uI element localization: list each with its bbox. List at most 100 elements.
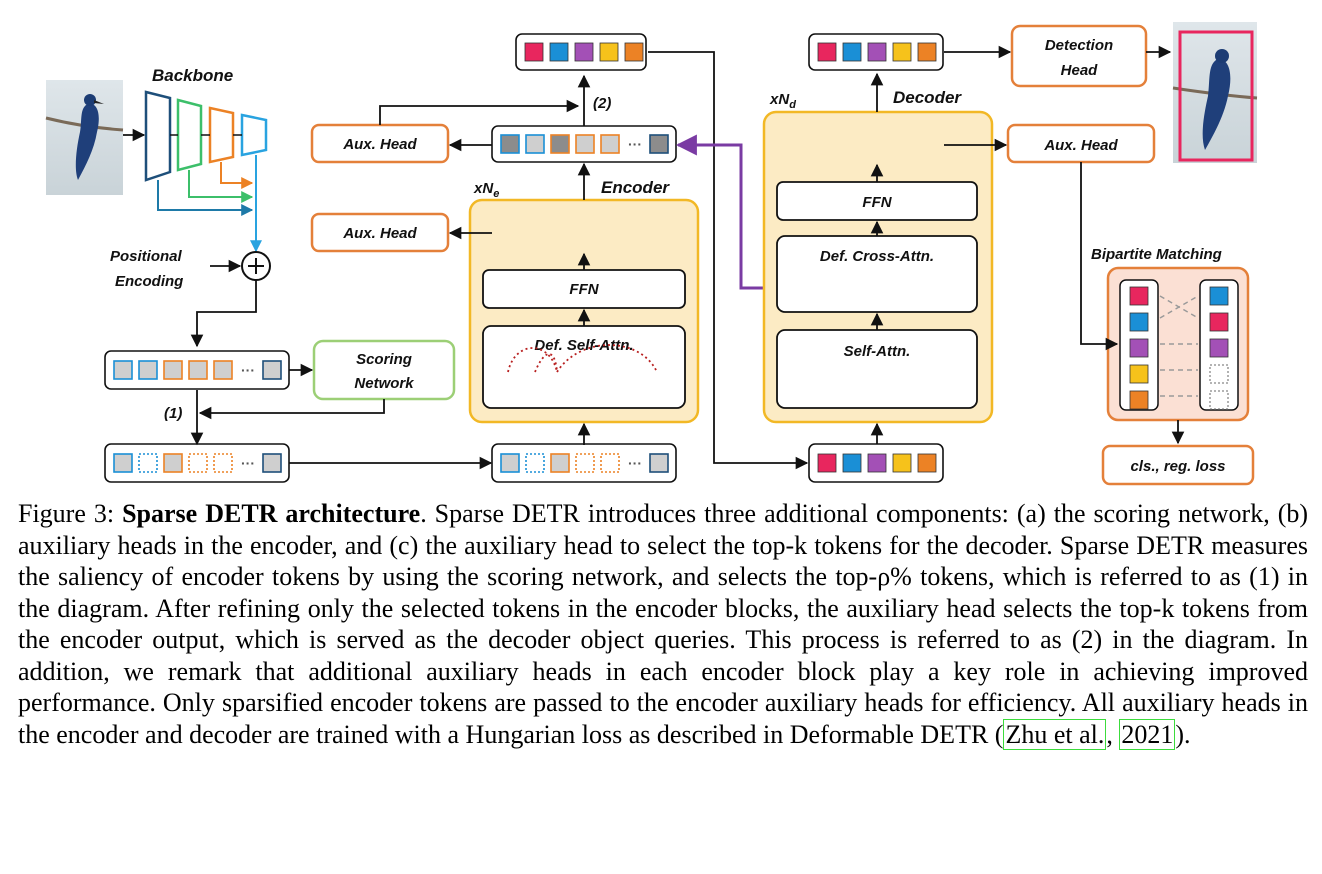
loss-box (1101, 444, 1255, 486)
caption-end: ). (1175, 719, 1191, 749)
token (892, 42, 912, 62)
positional-encoding-label-2: Encoding (115, 273, 183, 290)
encoder-label: Encoder (601, 178, 670, 197)
detection-bbox (1178, 30, 1254, 162)
token (550, 453, 570, 473)
token (188, 360, 208, 380)
backbone-token-row: ··· (104, 350, 290, 390)
ellipsis: ··· (628, 136, 642, 152)
decoder-label: Decoder (893, 88, 962, 107)
input-image (45, 80, 124, 195)
token (599, 42, 619, 62)
token (842, 42, 862, 62)
detection-query-row (808, 33, 944, 71)
token (575, 453, 595, 473)
token (867, 42, 887, 62)
token (262, 360, 282, 380)
ground-truth-token (1209, 312, 1229, 332)
scoring-network-label-2: Network (354, 375, 414, 392)
token (649, 453, 669, 473)
ellipsis: ··· (241, 362, 255, 378)
token (574, 42, 594, 62)
token (817, 42, 837, 62)
sparse-token-row: ··· (104, 443, 290, 483)
token (188, 453, 208, 473)
figure-label: Figure 3: (18, 499, 115, 528)
encoder-aux-head-block (310, 212, 450, 253)
token (867, 453, 887, 473)
token (213, 360, 233, 380)
ellipsis: ··· (241, 455, 255, 471)
figure-caption: Figure 3: Sparse DETR architecture. Spar… (18, 498, 1308, 750)
loss-label: cls., reg. loss (1130, 458, 1225, 475)
token (917, 42, 937, 62)
token (600, 134, 620, 154)
prediction-token (1129, 286, 1149, 306)
output-image (1172, 22, 1258, 163)
token (524, 42, 544, 62)
decoder-ffn-label: FFN (862, 194, 892, 211)
token (500, 453, 520, 473)
detection-head-label: Detection (1045, 37, 1113, 54)
citation-authors-link[interactable]: Zhu et al. (1003, 718, 1107, 750)
decoder-repeat-label: xNd (769, 91, 796, 111)
token (163, 360, 183, 380)
step-2-label: (2) (593, 95, 611, 112)
ellipsis: ··· (628, 455, 642, 471)
encoder-repeat-label: xNe (473, 180, 499, 200)
encoder-output-row: ··· (491, 125, 677, 163)
token (163, 453, 183, 473)
token (892, 453, 912, 473)
token (817, 453, 837, 473)
aux-head-label: Aux. Head (342, 136, 417, 153)
detection-head-box (1010, 24, 1148, 88)
backbone-layers (144, 90, 268, 182)
token (525, 134, 545, 154)
token (113, 453, 133, 473)
token (624, 42, 644, 62)
token (500, 134, 520, 154)
token (917, 453, 937, 473)
ground-truth-token (1209, 286, 1229, 306)
add-circle-icon (241, 251, 271, 281)
aux-head-label-2: Aux. Head (342, 225, 417, 242)
topk-query-row (515, 33, 647, 71)
token (138, 453, 158, 473)
prediction-token (1129, 390, 1149, 410)
prediction-token (1129, 364, 1149, 384)
citation-separator: , (1106, 719, 1120, 749)
def-cross-attn-label: Def. Cross-Attn. (820, 248, 934, 265)
detection-head-label-2: Head (1061, 62, 1099, 79)
token (262, 453, 282, 473)
matching-lines (1159, 295, 1199, 397)
bipartite-matching-label: Bipartite Matching (1091, 246, 1222, 263)
ground-truth-token (1209, 338, 1229, 358)
encoder-ffn-label: FFN (569, 281, 599, 298)
step-1-label: (1) (164, 405, 182, 422)
backbone-label: Backbone (152, 66, 233, 85)
self-attn-box (776, 329, 978, 409)
token (113, 360, 133, 380)
positional-encoding-label: Positional (110, 248, 183, 265)
prediction-token (1129, 338, 1149, 358)
attention-arcs (507, 344, 658, 373)
scoring-network-label: Scoring (356, 351, 412, 368)
token (649, 134, 669, 154)
aux-head-label-3: Aux. Head (1043, 137, 1118, 154)
citation-year-link[interactable]: 2021 (1119, 718, 1176, 750)
ground-truth-token (1209, 390, 1229, 410)
token (550, 134, 570, 154)
decoder-input-row (808, 443, 944, 483)
def-self-attn-label: Def. Self-Attn. (534, 337, 633, 354)
self-attn-label: Self-Attn. (844, 343, 911, 360)
token (549, 42, 569, 62)
token (138, 360, 158, 380)
caption-body: . Sparse DETR introduces three additiona… (18, 499, 1309, 749)
ground-truth-token (1209, 364, 1229, 384)
figure-title: Sparse DETR architecture (122, 499, 421, 528)
prediction-token (1129, 312, 1149, 332)
token (213, 453, 233, 473)
token (525, 453, 545, 473)
token (842, 453, 862, 473)
encoder-input-row: ··· (491, 443, 677, 483)
